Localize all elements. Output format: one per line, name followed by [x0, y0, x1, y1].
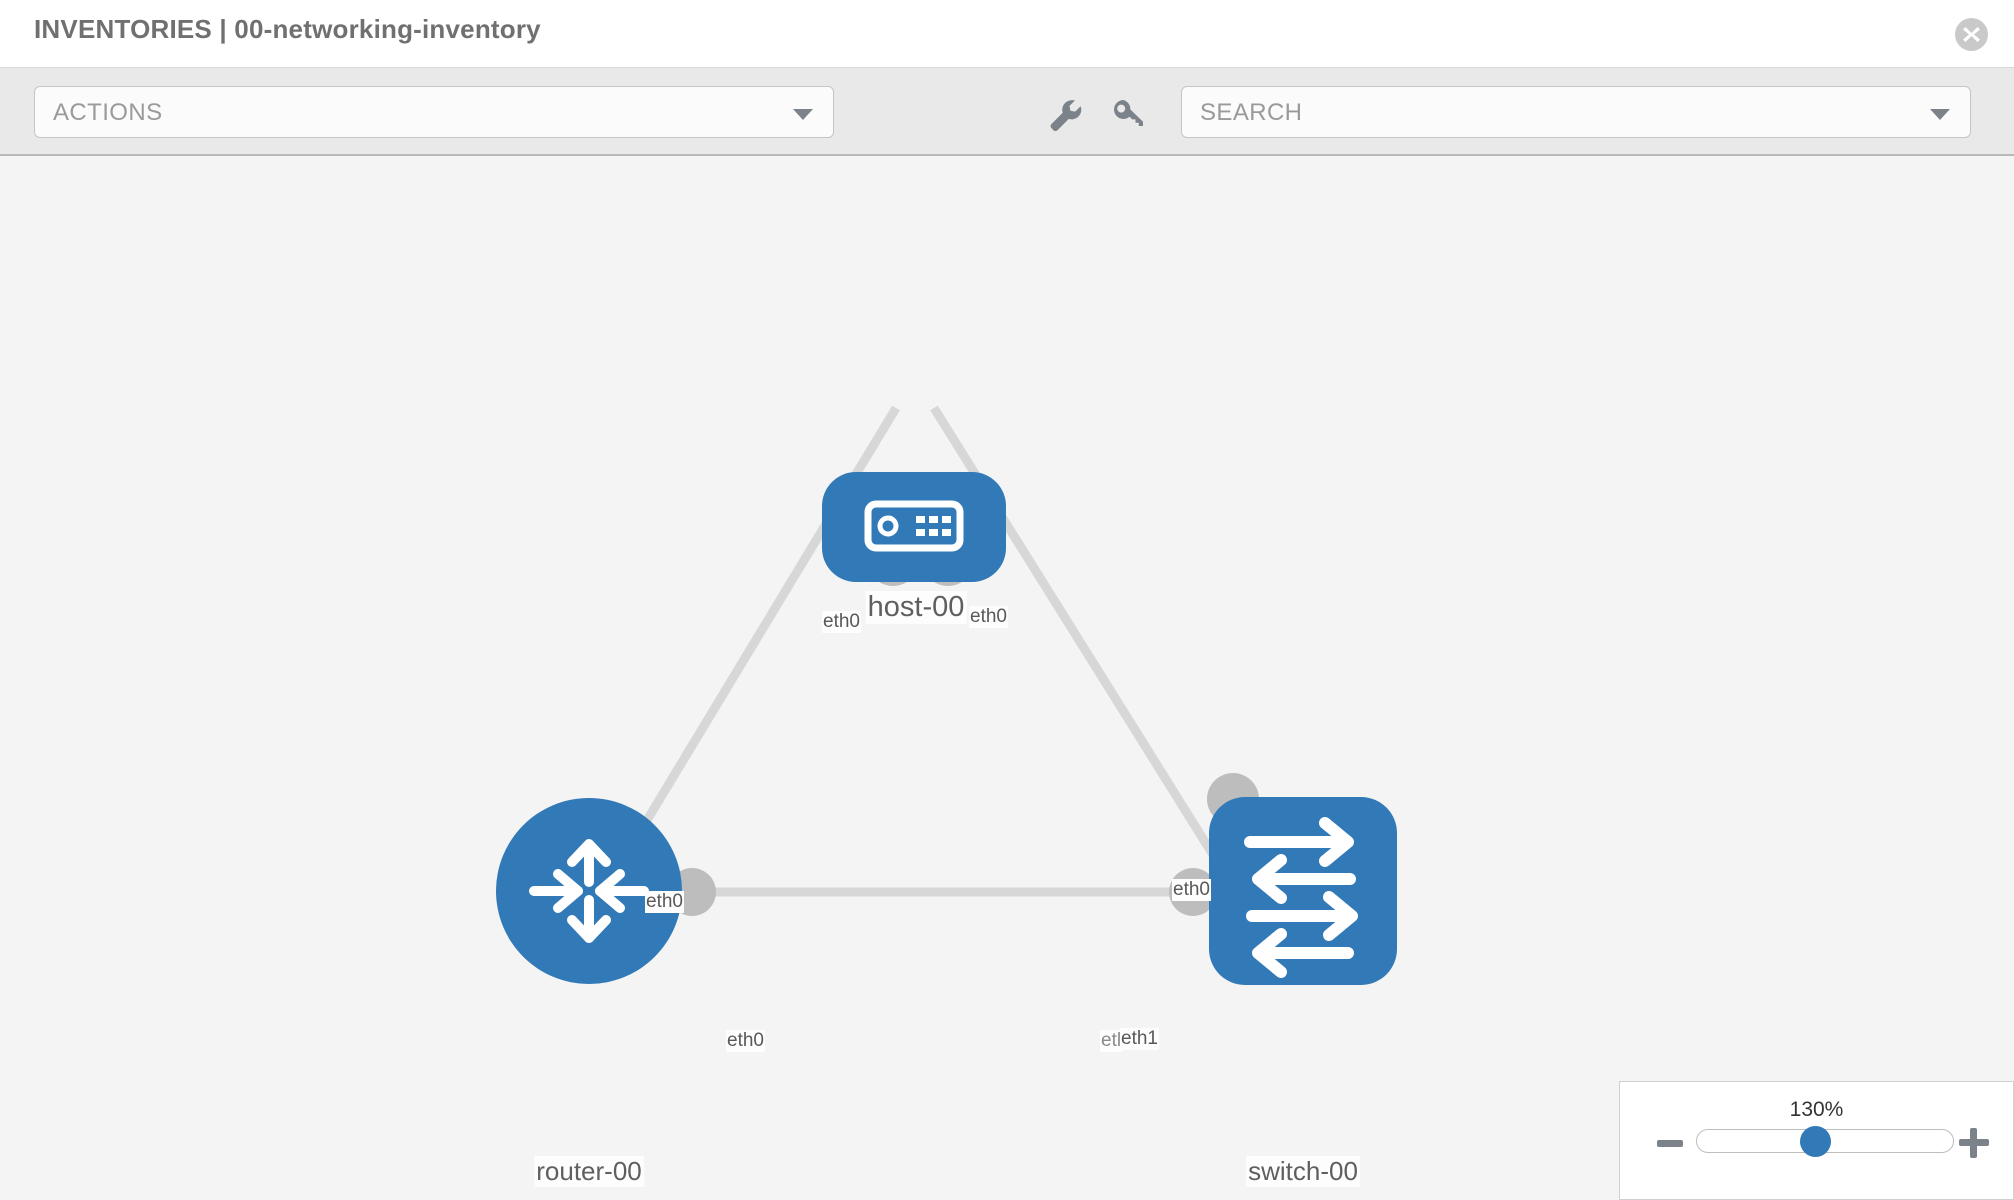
edge-label-switch-left-under: etl: [1100, 1030, 1123, 1052]
node-label-switch: switch-00: [1246, 1156, 1360, 1187]
chevron-down-icon: [793, 109, 813, 120]
zoom-level-value: 130%: [1789, 1098, 1844, 1121]
key-icon[interactable]: [1110, 96, 1146, 132]
node-label-host: host-00: [865, 591, 967, 624]
edge-label-switch-up: eth0: [1172, 879, 1211, 901]
edge-label-switch-left: eth1: [1120, 1028, 1159, 1050]
zoom-control-panel: 130%: [1619, 1081, 2014, 1200]
node-router-00: [496, 798, 682, 984]
topology-graph: [496, 405, 1397, 985]
edge-label-host-left: eth0: [822, 611, 861, 633]
wrench-icon[interactable]: [1046, 96, 1082, 132]
zoom-out-button[interactable]: [1657, 1140, 1683, 1147]
toolbar: ACTIONS SEARCH: [0, 68, 2014, 156]
search-input[interactable]: SEARCH: [1181, 86, 1971, 138]
actions-dropdown-label: ACTIONS: [53, 99, 163, 126]
node-label-router: router-00: [534, 1156, 644, 1187]
node-switch-00: [1209, 797, 1397, 985]
topology-canvas[interactable]: host-00 router-00 switch-00 eth0 eth0 et…: [0, 156, 2014, 1200]
page-title: INVENTORIES | 00-networking-inventory: [34, 14, 541, 44]
page-header: INVENTORIES | 00-networking-inventory: [0, 0, 2014, 68]
search-input-placeholder: SEARCH: [1200, 99, 1303, 126]
zoom-slider-thumb[interactable]: [1800, 1126, 1831, 1157]
chevron-down-icon: [1930, 109, 1950, 120]
edge-label-router-up: eth0: [645, 891, 684, 913]
close-icon[interactable]: [1955, 18, 1988, 51]
node-host-00: [822, 472, 1006, 582]
edge-label-host-right: eth0: [969, 606, 1008, 628]
actions-dropdown[interactable]: ACTIONS: [34, 86, 834, 138]
edge-label-router-right: eth0: [726, 1030, 765, 1052]
zoom-in-button[interactable]: [1959, 1128, 1989, 1158]
